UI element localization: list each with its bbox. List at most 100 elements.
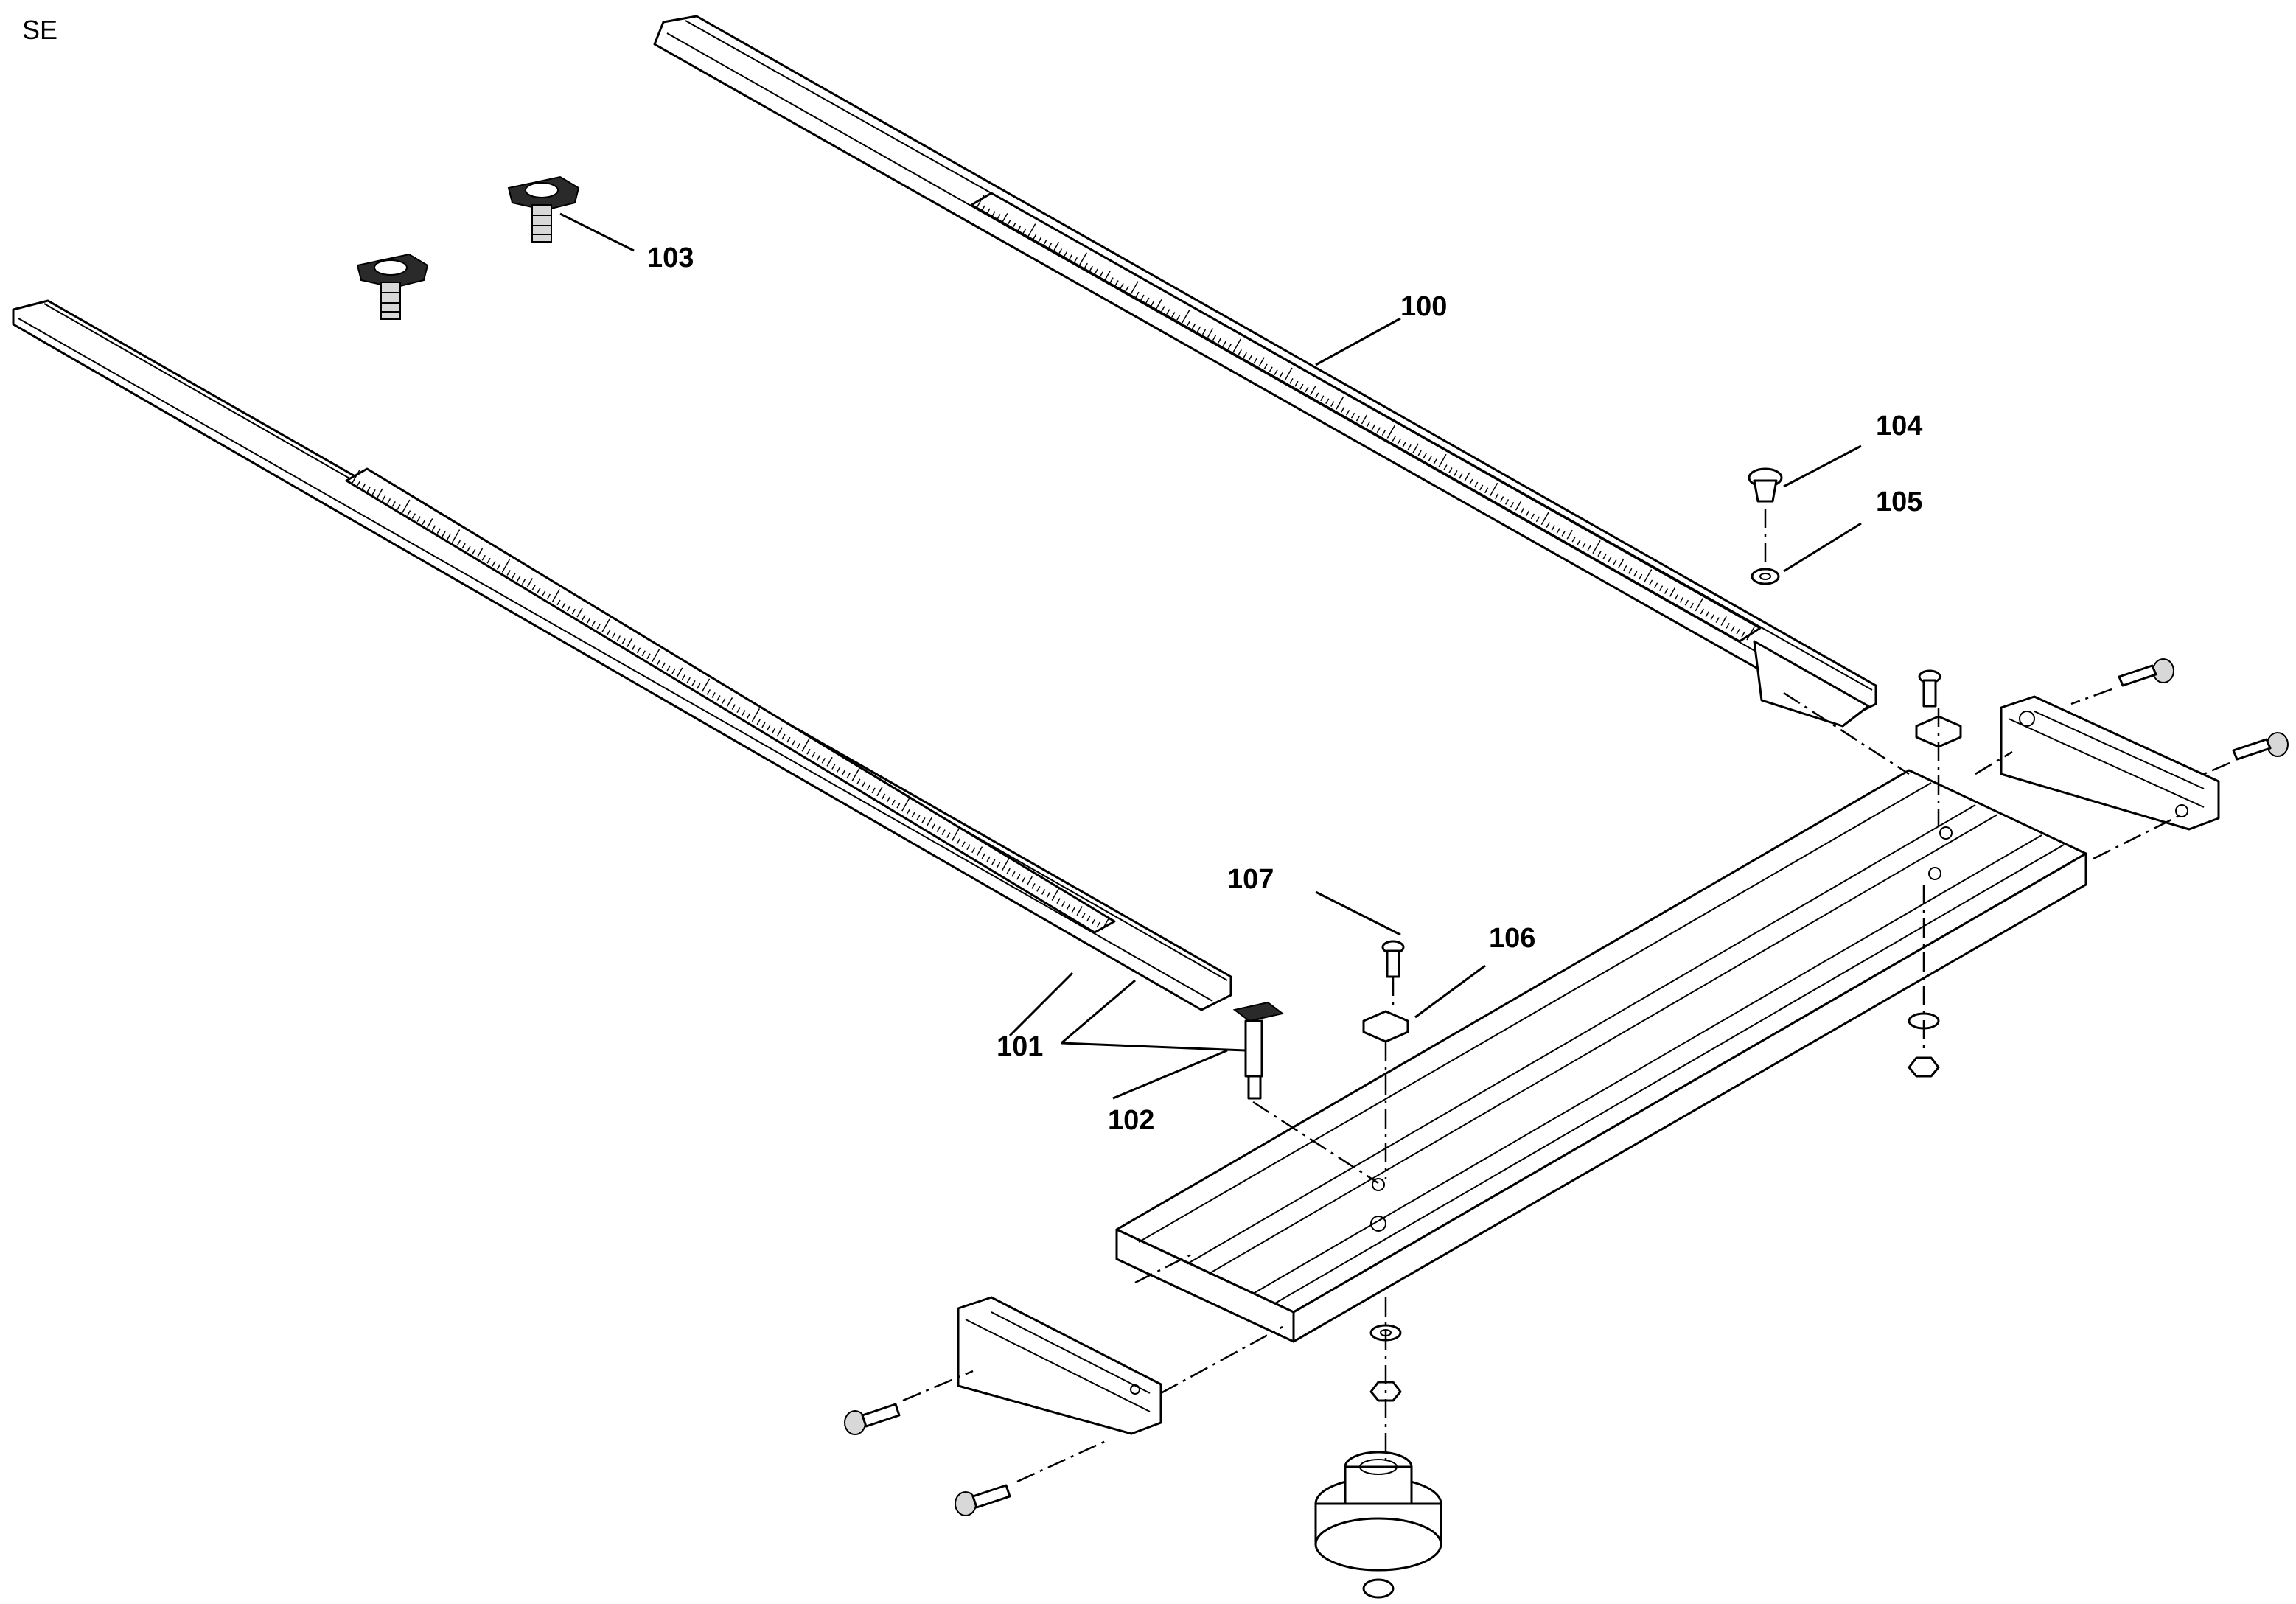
scale-tick	[1026, 876, 1033, 886]
scale-tick	[1499, 496, 1504, 502]
scale-tick	[486, 557, 491, 564]
callout-105: 105	[1876, 487, 1922, 517]
scale-tick	[1546, 522, 1550, 529]
scale-tick	[1166, 309, 1170, 315]
scale-tick	[686, 677, 691, 683]
scale-tick	[876, 787, 883, 797]
scale-tick	[1371, 424, 1376, 430]
scale-tick	[1613, 559, 1617, 565]
scale-tick	[1386, 425, 1395, 439]
scale-tick	[906, 808, 911, 815]
scale-tick	[1051, 887, 1060, 901]
scale-tick	[1608, 557, 1612, 562]
scale-tick	[1076, 906, 1083, 916]
scale-tick	[677, 667, 683, 677]
wing-knob-103a	[507, 175, 580, 243]
scale-tick	[1269, 366, 1273, 373]
scale-tick	[821, 758, 826, 764]
scale-tick	[546, 593, 551, 600]
scale-tick	[1700, 608, 1704, 615]
scale-tick	[1355, 415, 1361, 422]
scale-tick	[416, 516, 421, 522]
scale-tick	[1653, 582, 1658, 589]
scale-tick	[492, 560, 496, 567]
scale-tick	[656, 659, 661, 666]
scale-tick	[921, 817, 926, 823]
scale-tick	[846, 773, 851, 778]
scale-tick	[837, 767, 841, 773]
scale-tick	[1068, 254, 1073, 260]
scale-tick	[646, 653, 651, 660]
scale-tick	[517, 576, 521, 582]
scale-tick	[1032, 234, 1037, 240]
scale-tick	[1587, 545, 1591, 551]
scale-tick	[1037, 237, 1042, 243]
scale-tick	[1428, 456, 1432, 462]
scale-tick	[357, 480, 361, 487]
scale-tick	[1305, 386, 1309, 393]
scale-tick	[1289, 377, 1294, 384]
scale-tick	[611, 632, 616, 638]
scale-tick	[1658, 585, 1664, 591]
scale-tick	[1058, 248, 1063, 254]
assembly-lines	[902, 509, 2230, 1483]
scale-tick	[361, 483, 366, 489]
scale-tick	[1376, 427, 1381, 433]
scale-tick	[1243, 352, 1247, 358]
scale-tick	[377, 488, 383, 498]
scale-tick	[1248, 355, 1252, 361]
scale-tick	[501, 559, 511, 573]
callout-107: 107	[1227, 864, 1274, 895]
scale-tick	[451, 529, 461, 543]
scale-tick	[1510, 501, 1515, 508]
scale-tick	[436, 528, 441, 534]
scale-tick	[1227, 344, 1232, 349]
scale-tick	[587, 617, 591, 624]
pin-104	[1748, 467, 1783, 503]
scale-tick	[1096, 921, 1100, 928]
scale-tick	[776, 727, 783, 737]
scale-tick	[701, 678, 711, 692]
scale-tick	[1212, 335, 1217, 341]
scale-tick	[756, 719, 761, 725]
scale-tick	[1715, 617, 1720, 623]
scale-tick	[551, 589, 560, 603]
scale-tick	[1731, 625, 1735, 632]
scale-tick	[1361, 414, 1368, 425]
scale-tick	[411, 513, 416, 519]
screw-107	[1381, 940, 1405, 978]
scale-tick	[1120, 283, 1124, 289]
scale-tick	[456, 540, 461, 546]
scale-tick	[851, 767, 860, 782]
scale-tick	[861, 781, 866, 788]
scale-tick	[406, 510, 411, 516]
scale-tick	[1073, 257, 1078, 263]
scale-tick	[526, 578, 533, 588]
scale-ticks-100	[976, 195, 1755, 641]
scale-tick	[1027, 223, 1036, 237]
scale-tick	[1695, 598, 1703, 612]
scale-tick	[1207, 328, 1214, 338]
end-bracket-left	[957, 1296, 1162, 1435]
rail-100	[653, 15, 1877, 728]
scale-tick	[896, 802, 901, 809]
scale-tick	[1741, 631, 1745, 638]
scale-tick	[481, 554, 486, 561]
scale-tick	[936, 826, 941, 832]
scale-tick	[1071, 907, 1075, 913]
callout-102: 102	[1108, 1105, 1154, 1136]
scale-tick	[1520, 507, 1525, 514]
scale-tick	[607, 630, 611, 635]
scale-tick	[1597, 551, 1602, 557]
scale-tick	[1094, 268, 1098, 275]
scale-tick	[1639, 573, 1643, 580]
scale-tick	[616, 635, 621, 641]
scale-tick	[1151, 300, 1155, 307]
scale-tick	[1710, 614, 1714, 621]
scale-tick	[882, 793, 886, 800]
scale-tick	[422, 519, 426, 526]
scale-tick	[901, 798, 910, 812]
scale-tick	[711, 692, 716, 698]
scale-tick	[1494, 493, 1499, 499]
scale-tick	[781, 733, 786, 740]
